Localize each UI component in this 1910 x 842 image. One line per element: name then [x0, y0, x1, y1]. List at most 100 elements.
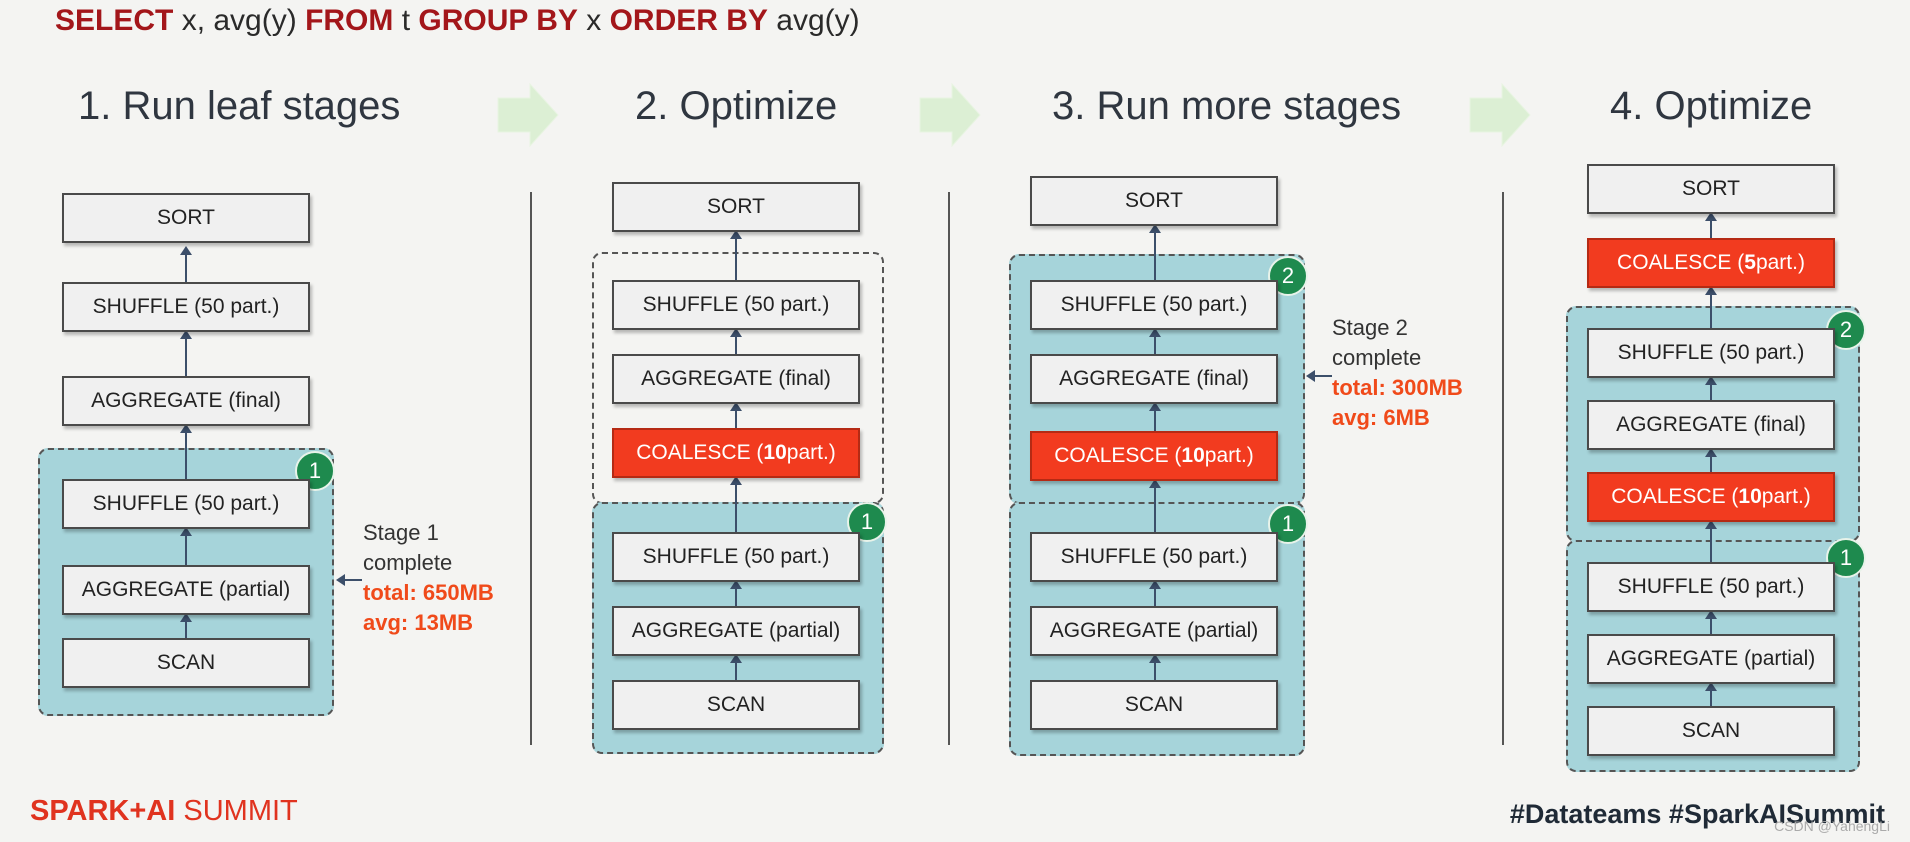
coalesce-label: part.): [786, 441, 836, 464]
shuffle-node: SHUFFLE (50 part.): [1587, 562, 1835, 612]
edge-arrow-icon: [180, 424, 192, 479]
note-total: total: 650MB: [363, 580, 494, 605]
stage-2-note: Stage 2 complete total: 300MB avg: 6MB: [1332, 313, 1463, 433]
sql-query: SELECT x, avg(y) FROM t GROUP BY x ORDER…: [55, 4, 860, 38]
coalesce-label: COALESCE (: [636, 441, 764, 464]
edge-arrow-icon: [1705, 520, 1717, 562]
edge-arrow-icon: [1149, 654, 1161, 680]
edge-arrow-icon: [1705, 376, 1717, 400]
coalesce-node: COALESCE (10 part.): [612, 428, 860, 478]
coalesce-node: COALESCE (5 part.): [1587, 238, 1835, 288]
column-divider: [1502, 192, 1504, 745]
edge-arrow-icon: [1705, 448, 1717, 472]
scan-node: SCAN: [62, 638, 310, 688]
edge-arrow-icon: [730, 476, 742, 532]
edge-arrow-icon: [730, 230, 742, 280]
coalesce-node: COALESCE (10 part.): [1030, 431, 1278, 481]
sql-text: t: [393, 4, 419, 37]
edge-arrow-icon: [1705, 610, 1717, 634]
sql-keyword: SELECT: [55, 4, 174, 37]
shuffle-node: SHUFFLE (50 part.): [1030, 532, 1278, 582]
edge-arrow-icon: [1149, 580, 1161, 606]
edge-arrow-icon: [1149, 328, 1161, 354]
aggregate-final-node: AGGREGATE (final): [1587, 400, 1835, 450]
sql-text: x: [577, 4, 610, 37]
column-divider: [948, 192, 950, 745]
watermark: CSDN @YahengLi: [1774, 818, 1890, 834]
aggregate-final-node: AGGREGATE (final): [62, 376, 310, 426]
coalesce-partitions: 5: [1744, 251, 1756, 274]
step-1-heading: 1. Run leaf stages: [78, 84, 401, 128]
edge-arrow-icon: [180, 330, 192, 376]
edge-arrow-icon: [180, 613, 192, 638]
logo-text: SUMMIT: [175, 795, 298, 827]
step-arrow-icon: [497, 82, 559, 148]
coalesce-label: COALESCE (: [1611, 485, 1739, 508]
sort-node: SORT: [1587, 164, 1835, 214]
shuffle-node: SHUFFLE (50 part.): [1587, 328, 1835, 378]
coalesce-label: part.): [1761, 485, 1811, 508]
coalesce-label: COALESCE (: [1617, 251, 1745, 274]
shuffle-node: SHUFFLE (50 part.): [612, 532, 860, 582]
coalesce-partitions: 10: [1181, 444, 1205, 467]
edge-arrow-icon: [1149, 402, 1161, 431]
coalesce-partitions: 10: [763, 441, 787, 464]
note-avg: avg: 13MB: [363, 610, 474, 635]
stage-1-note: Stage 1 complete total: 650MB avg: 13MB: [363, 518, 494, 638]
note-line: complete: [1332, 345, 1422, 370]
sql-keyword: GROUP BY: [418, 4, 578, 37]
coalesce-node: COALESCE (10 part.): [1587, 472, 1835, 522]
sort-node: SORT: [62, 193, 310, 243]
note-avg: avg: 6MB: [1332, 405, 1430, 430]
step-arrow-icon: [919, 82, 981, 148]
logo-text: SPARK+AI: [30, 795, 176, 827]
edge-arrow-icon: [730, 580, 742, 606]
edge-arrow-icon: [1705, 682, 1717, 706]
step-arrow-icon: [1469, 82, 1531, 148]
shuffle-node: SHUFFLE (50 part.): [1030, 280, 1278, 330]
edge-arrow-icon: [730, 328, 742, 354]
stage-2-badge: 2: [1268, 256, 1308, 296]
sql-text: avg(y): [767, 4, 860, 37]
aggregate-partial-node: AGGREGATE (partial): [612, 606, 860, 656]
scan-node: SCAN: [1030, 680, 1278, 730]
aggregate-partial-node: AGGREGATE (partial): [1587, 634, 1835, 684]
column-divider: [530, 192, 532, 745]
note-line: Stage 2: [1332, 315, 1408, 340]
coalesce-partitions: 10: [1738, 485, 1762, 508]
scan-node: SCAN: [1587, 706, 1835, 756]
aggregate-partial-node: AGGREGATE (partial): [1030, 606, 1278, 656]
hashtags: #Datateams #SparkAISummit: [1509, 799, 1885, 829]
edge-arrow-icon: [180, 527, 192, 565]
edge-arrow-icon: [180, 246, 192, 282]
scan-node: SCAN: [612, 680, 860, 730]
note-arrow-icon: [1306, 370, 1332, 382]
step-3-heading: 3. Run more stages: [1052, 84, 1402, 128]
spark-ai-summit-logo: SPARK+AI SUMMIT: [30, 795, 298, 828]
coalesce-label: part.): [1204, 444, 1254, 467]
sql-text: x, avg(y): [173, 4, 306, 37]
edge-arrow-icon: [730, 402, 742, 428]
edge-arrow-icon: [1705, 212, 1717, 238]
note-total: total: 300MB: [1332, 375, 1463, 400]
shuffle-node: SHUFFLE (50 part.): [62, 479, 310, 529]
sql-keyword: ORDER BY: [609, 4, 768, 37]
edge-arrow-icon: [1149, 224, 1161, 280]
note-line: Stage 1: [363, 520, 439, 545]
sort-node: SORT: [1030, 176, 1278, 226]
sort-node: SORT: [612, 182, 860, 232]
step-2-heading: 2. Optimize: [635, 84, 838, 128]
coalesce-label: COALESCE (: [1054, 444, 1182, 467]
coalesce-label: part.): [1755, 251, 1805, 274]
note-arrow-icon: [336, 574, 362, 586]
shuffle-node: SHUFFLE (50 part.): [612, 280, 860, 330]
note-line: complete: [363, 550, 453, 575]
aggregate-partial-node: AGGREGATE (partial): [62, 565, 310, 615]
shuffle-node: SHUFFLE (50 part.): [62, 282, 310, 332]
aggregate-final-node: AGGREGATE (final): [1030, 354, 1278, 404]
step-4-heading: 4. Optimize: [1610, 84, 1813, 128]
sql-keyword: FROM: [305, 4, 394, 37]
edge-arrow-icon: [730, 654, 742, 680]
aggregate-final-node: AGGREGATE (final): [612, 354, 860, 404]
edge-arrow-icon: [1149, 479, 1161, 532]
